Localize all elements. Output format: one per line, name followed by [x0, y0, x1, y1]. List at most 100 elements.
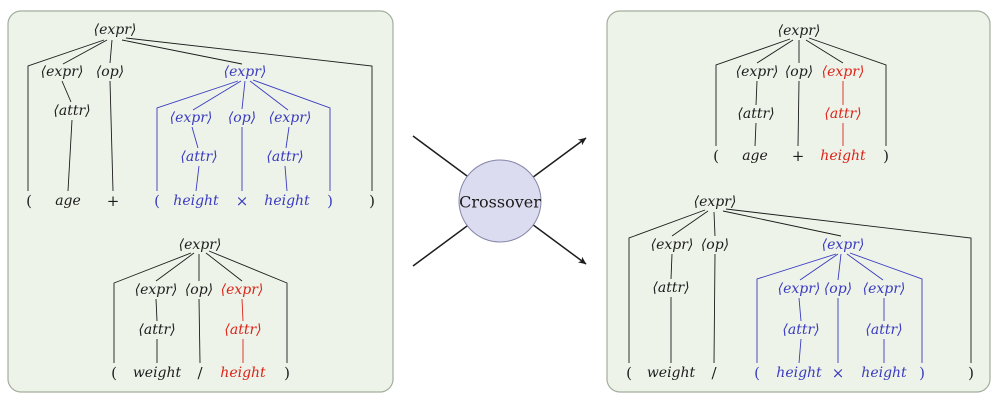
tree-edge [109, 80, 114, 192]
tree-edge [191, 126, 199, 149]
node-op: ⟨op⟩ [785, 64, 813, 80]
node-op: ⟨op⟩ [701, 237, 729, 253]
tree-edge [61, 80, 72, 103]
tree-edge [198, 298, 201, 364]
node-op: ⟨op⟩ [185, 282, 213, 298]
tree-edge [62, 39, 108, 65]
terminal-age: age [742, 148, 768, 164]
terminal-height: height [776, 365, 822, 381]
terminal-weight: weight [647, 365, 696, 381]
tree-edge [805, 39, 844, 64]
parents-panel [7, 10, 394, 393]
terminal-plus: + [792, 147, 805, 165]
node-attr: ⟨attr⟩ [652, 280, 689, 296]
tree-edge [113, 252, 192, 363]
terminal-lparen: ( [626, 364, 632, 382]
terminal-height: height [820, 148, 866, 164]
tree-edge [67, 119, 73, 192]
node-op: ⟨op⟩ [228, 110, 256, 126]
tree-edge [284, 165, 288, 192]
node-expr: ⟨expr⟩ [179, 237, 222, 253]
node-expr: ⟨expr⟩ [778, 23, 821, 39]
node-attr: ⟨attr⟩ [266, 149, 303, 165]
node-expr: ⟨expr⟩ [736, 64, 779, 80]
terminal-lparen: ( [754, 364, 760, 382]
tree-edge [671, 210, 709, 237]
node-attr: ⟨attr⟩ [782, 322, 819, 338]
terminal-plus: + [107, 192, 120, 210]
node-attr: ⟨attr⟩ [824, 106, 861, 122]
node-expr: ⟨expr⟩ [778, 281, 821, 297]
tree-edge [846, 253, 884, 281]
tree-edge [756, 39, 794, 64]
terminal-lparen: ( [713, 147, 719, 165]
terminal-slash: / [711, 364, 717, 382]
terminal-weight: weight [133, 365, 182, 381]
node-expr: ⟨expr⟩ [822, 237, 865, 253]
tree-edge [195, 165, 200, 192]
tree-edge [249, 80, 289, 111]
node-attr: ⟨attr⟩ [737, 106, 774, 122]
terminal-rparen: ) [284, 364, 290, 382]
crossover-node [458, 159, 542, 243]
terminal-lparen: ( [154, 192, 160, 210]
node-expr: ⟨expr⟩ [651, 237, 694, 253]
tree-edge [208, 250, 288, 363]
tree-edge [205, 252, 243, 282]
terminal-rparen: ) [369, 192, 375, 210]
tree-edge [713, 211, 716, 237]
node-expr: ⟨expr⟩ [170, 110, 213, 126]
tree-edge [756, 253, 837, 363]
tree-edge [725, 208, 972, 363]
node-expr: ⟨expr⟩ [269, 110, 312, 126]
right-bottom-offspring-tree: ⟨expr⟩(⟨expr⟩⟨op⟩⟨expr⟩)⟨attr⟩weight/(⟨e… [626, 194, 974, 382]
node-expr: ⟨expr⟩ [135, 282, 178, 298]
tree-edge [192, 80, 242, 111]
tree-edge [713, 253, 716, 364]
terminal-rparen: ) [327, 192, 333, 210]
node-attr: ⟨attr⟩ [224, 322, 261, 338]
terminal-age: age [55, 193, 81, 209]
node-attr: ⟨attr⟩ [180, 149, 217, 165]
tree-edge [252, 79, 331, 191]
terminal-lparen: ( [111, 364, 117, 382]
node-op: ⟨op⟩ [96, 64, 124, 80]
tree-edge [121, 39, 243, 65]
terminal-lparen: ( [26, 192, 32, 210]
terminal-rparen: ) [968, 364, 974, 382]
tree-edge [849, 252, 923, 363]
tree-edge [285, 126, 290, 149]
terminal-rparen: ) [919, 364, 925, 382]
tree-edge [799, 253, 839, 281]
tree-edge [798, 338, 802, 364]
node-expr: ⟨expr⟩ [221, 282, 264, 298]
tree-edge [241, 298, 244, 322]
left-top-parent-tree: ⟨expr⟩ ( ⟨expr⟩ ⟨op⟩ ⟨expr⟩) ⟨attr⟩ age + ( ⟨expr… [26, 22, 375, 210]
tree-edge [628, 209, 706, 363]
node-expr: ⟨expr⟩ [224, 64, 267, 80]
tree-edge [755, 80, 758, 106]
node-expr: ⟨expr⟩ [822, 64, 865, 80]
tree-edge [27, 39, 105, 191]
tree-edge [722, 210, 842, 237]
node-expr: ⟨expr⟩ [41, 64, 84, 80]
right-top-offspring-tree: ⟨expr⟩ ( ⟨expr⟩ ⟨op⟩ ⟨expr⟩) ⟨attr⟩ ⟨attr⟩ age +… [713, 23, 889, 165]
node-op: ⟨op⟩ [824, 281, 852, 297]
tree-edge [797, 80, 800, 147]
terminal-height: height [861, 365, 907, 381]
terminal-height: height [173, 193, 219, 209]
tree-edge [754, 122, 757, 147]
terminal-times: × [832, 364, 845, 382]
node-attr: ⟨attr⟩ [53, 103, 90, 119]
node-expr: ⟨expr⟩ [863, 281, 906, 297]
tree-edge [109, 39, 113, 64]
node-expr: ⟨expr⟩ [694, 194, 737, 210]
tree-edge [241, 80, 246, 110]
crossover-label: Crossover [459, 193, 541, 212]
tree-edge [798, 297, 802, 322]
offspring-panel [606, 10, 991, 393]
terminal-rparen: ) [883, 147, 889, 165]
tree-edge [155, 252, 195, 282]
terminal-height: height [264, 193, 310, 209]
